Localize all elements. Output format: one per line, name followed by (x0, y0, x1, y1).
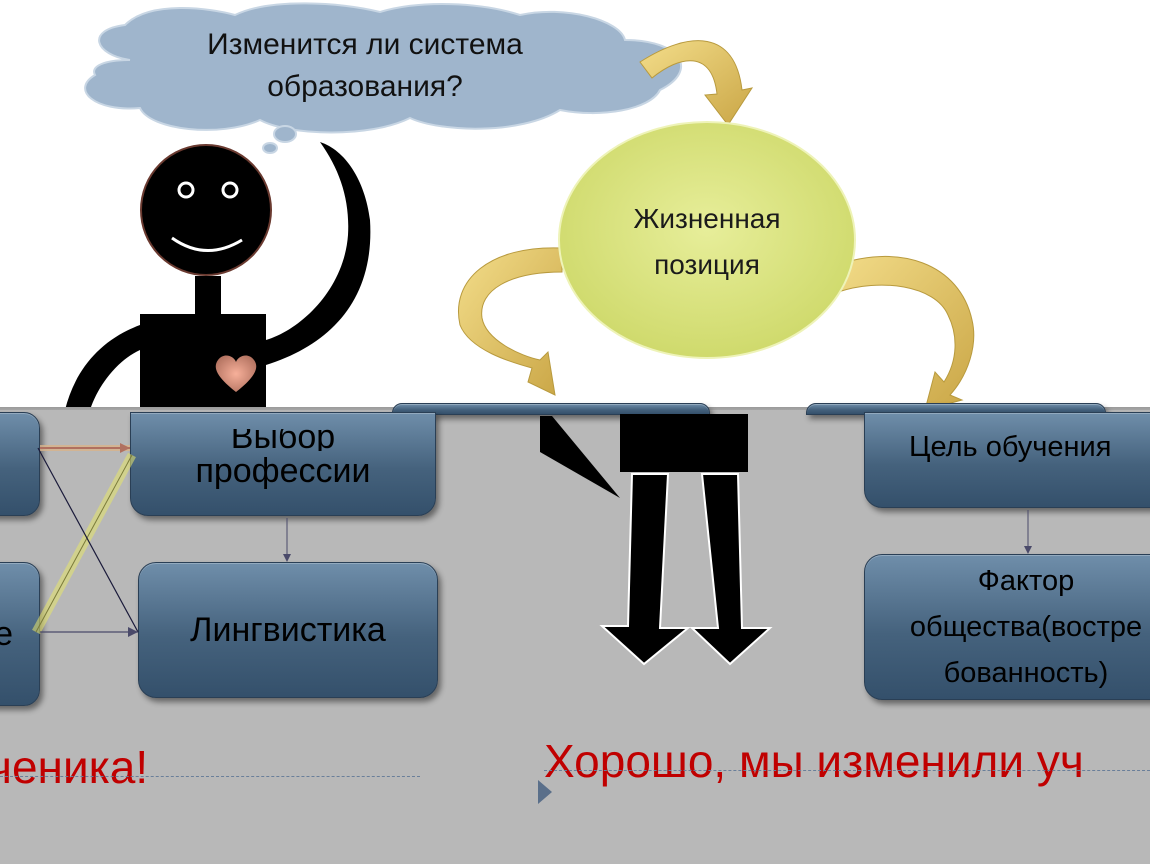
circle-text: Жизненная позиция (580, 196, 834, 288)
box-factor: Фактор общества(востре бованность) (864, 554, 1150, 700)
factor-line-1: Фактор (977, 565, 1075, 597)
thought-line-2: образования? (267, 70, 463, 103)
bullet-triangle-icon (538, 780, 552, 804)
circle-line-1: Жизненная (633, 203, 781, 234)
curved-arrow-top (639, 40, 754, 126)
curved-arrow-right (827, 255, 975, 411)
linguistics-label: Лингвистика (190, 610, 386, 649)
goal-label: Цель обучения (909, 430, 1112, 463)
caption-right-underline (544, 770, 1150, 771)
profession-line-1: Выбор (230, 429, 336, 451)
box-goal: Цель обучения (864, 412, 1150, 508)
life-position-circle (558, 121, 856, 359)
stick-figure-lower (540, 414, 773, 666)
box-profession: Выбор профессии (130, 412, 436, 516)
thought-cloud (84, 2, 682, 154)
caption-left-underline (0, 776, 420, 777)
box-left-cut-bottom: е (0, 562, 40, 706)
heart-icon (215, 355, 257, 392)
thought-text: Изменится ли система образования? (150, 24, 580, 108)
caption-right: Хорошо, мы изменили уч (544, 735, 1084, 787)
factor-line-3: бованность) (943, 657, 1109, 689)
profession-line-2: профессии (195, 452, 371, 490)
curved-arrow-left (458, 247, 563, 396)
caption-left: ченика! (0, 741, 149, 793)
box-left-cut-top (0, 412, 40, 516)
box-linguistics: Лингвистика (138, 562, 438, 698)
factor-line-2: общества(востре (909, 611, 1143, 643)
left-cut-letter: е (0, 614, 13, 653)
thought-line-1: Изменится ли система (207, 28, 523, 61)
center-box-top-edge (392, 403, 710, 415)
stick-figure (65, 142, 371, 414)
circle-line-2: позиция (654, 249, 760, 280)
